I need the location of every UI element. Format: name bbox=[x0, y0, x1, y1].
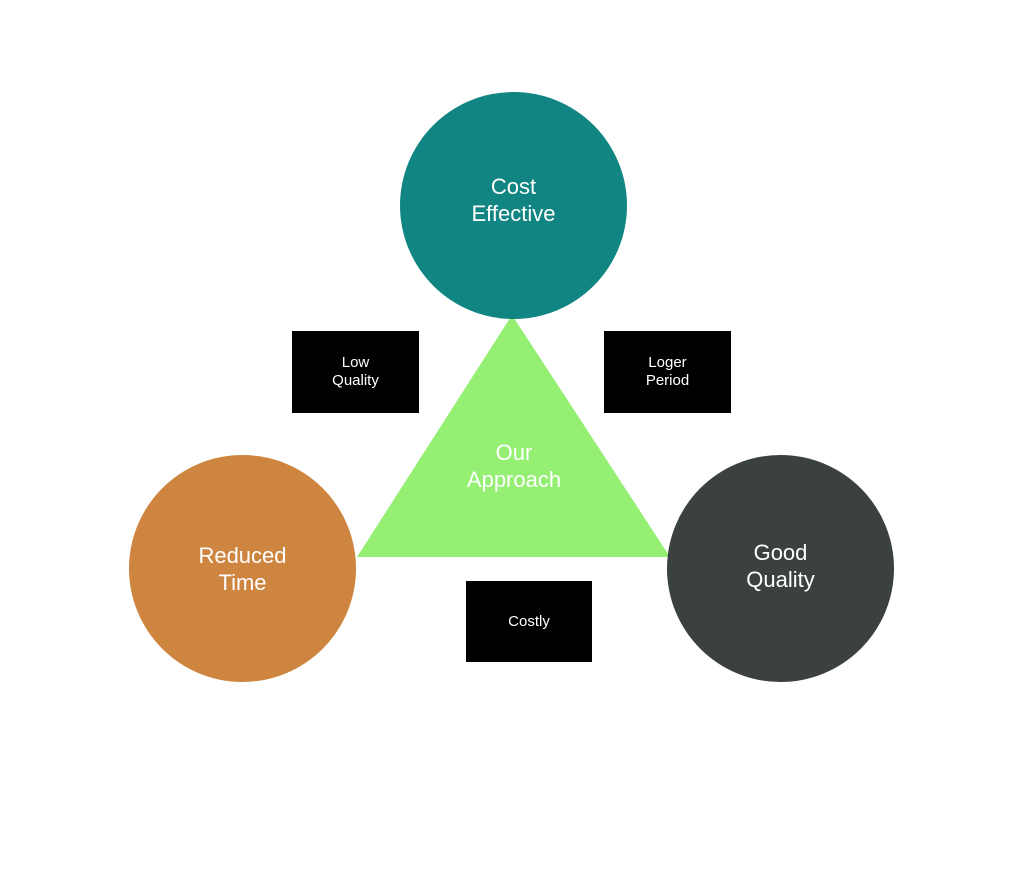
reduced-time-node: Reduced Time bbox=[129, 455, 356, 682]
longer-period-box: Loger Period bbox=[604, 331, 731, 413]
cost-effective-node: Cost Effective bbox=[400, 92, 627, 319]
good-quality-node: Good Quality bbox=[667, 455, 894, 682]
approach-triangle-shape bbox=[357, 315, 670, 557]
approach-label: Our Approach bbox=[466, 440, 562, 492]
costly-box: Costly bbox=[466, 581, 592, 662]
low-quality-box: Low Quality bbox=[292, 331, 419, 413]
